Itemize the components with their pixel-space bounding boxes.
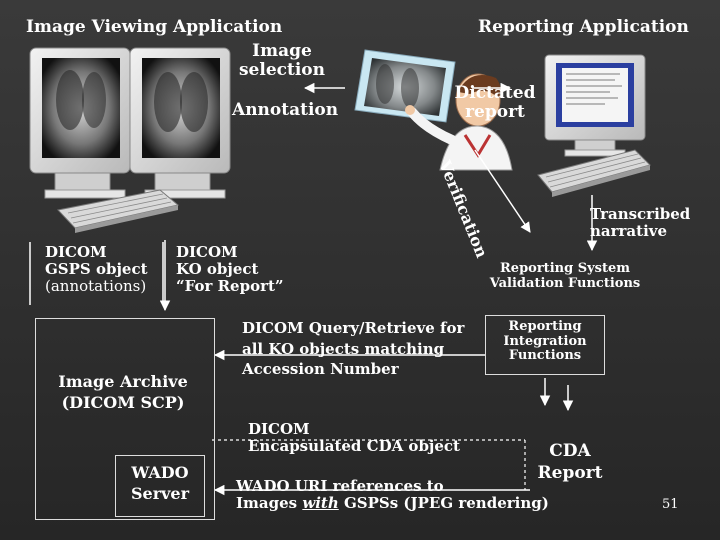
wado-uri-images: Images — [236, 493, 303, 512]
wado-server-box — [115, 455, 205, 517]
gsps-line1: DICOM — [45, 243, 107, 261]
ko-line2: KO object — [176, 259, 259, 278]
cda-dashed-connector — [212, 439, 526, 490]
cda-object-line2: Encapsulated CDA object — [248, 436, 460, 455]
image-viewing-title: Image Viewing Application — [26, 17, 283, 37]
archive-line1: Image Archive — [58, 372, 188, 391]
wado-uri-line2: Images with GSPSs (JPEG rendering) — [236, 493, 549, 512]
ko-line3: “For Report” — [176, 276, 284, 295]
wado-uri-line1: WADO URI references to — [236, 477, 444, 495]
transcribed-narrative-label: Transcribed narrative — [590, 206, 690, 240]
wado-line2: Server — [130, 483, 190, 503]
image-archive-box — [35, 318, 215, 520]
reporting-app-title: Reporting Application — [478, 17, 689, 37]
viewer-keyboard — [57, 189, 180, 233]
wado-uri-rest: GSPSs (JPEG rendering) — [338, 493, 549, 512]
integration-functions-label: Reporting Integration Functions — [487, 319, 603, 364]
integration-line2: Integration — [503, 333, 587, 349]
dictated-line1: Dictated — [454, 83, 536, 103]
wado-uri-with: with — [302, 493, 339, 512]
gsps-object-label: DICOM GSPS object (annotations) — [45, 244, 148, 294]
gsps-line3: (annotations) — [45, 276, 147, 295]
query-line1: DICOM Query/Retrieve for — [242, 319, 465, 337]
transcribed-line2: narrative — [590, 221, 668, 240]
cda-object-line1: DICOM — [248, 420, 310, 438]
viewer-monitor-left — [29, 47, 131, 199]
wado-uri-label: WADO URI references to Images with GSPSs… — [236, 478, 549, 512]
viewer-monitor-right — [129, 47, 231, 199]
integration-line3: Functions — [508, 348, 582, 364]
cda-report-line2: Report — [537, 463, 603, 484]
gsps-line2: GSPS object — [45, 259, 148, 278]
wado-server-label: WADO Server — [118, 463, 202, 505]
ko-line1: DICOM — [176, 243, 238, 261]
connector-arrows — [159, 82, 598, 496]
query-line2: all KO objects matching — [242, 339, 445, 358]
ko-object-label: DICOM KO object “For Report” — [176, 244, 284, 294]
reporting-keyboard — [537, 149, 651, 197]
image-selection-line2: selection — [238, 60, 326, 81]
image-selection-line1: Image — [252, 41, 312, 61]
validation-line1: Reporting System — [500, 261, 630, 276]
image-selection-label: Image selection — [232, 41, 332, 81]
dictated-report-label: Dictated report — [450, 83, 540, 123]
cda-report-line1: CDA — [549, 441, 591, 461]
annotation-label: Annotation — [232, 100, 339, 120]
cda-report-label: CDA Report — [535, 440, 605, 484]
query-retrieve-label: DICOM Query/Retrieve for all KO objects … — [242, 318, 464, 380]
validation-line2: Validation Functions — [489, 275, 641, 291]
page-number: 51 — [662, 497, 679, 512]
integration-line1: Reporting — [508, 319, 582, 334]
image-archive-label: Image Archive (DICOM SCP) — [48, 372, 198, 414]
reporting-monitor — [544, 54, 646, 157]
wado-line1: WADO — [131, 463, 189, 482]
dictated-line2: report — [465, 102, 525, 123]
query-line3: Accession Number — [242, 360, 399, 379]
cda-object-label: DICOM Encapsulated CDA object — [248, 421, 460, 455]
radiologist-figure — [354, 49, 513, 171]
validation-functions-label: Reporting System Validation Functions — [488, 261, 642, 291]
transcribed-line1: Transcribed — [590, 205, 691, 223]
reporting-integration-box — [485, 315, 605, 375]
archive-line2: (DICOM SCP) — [61, 392, 185, 412]
